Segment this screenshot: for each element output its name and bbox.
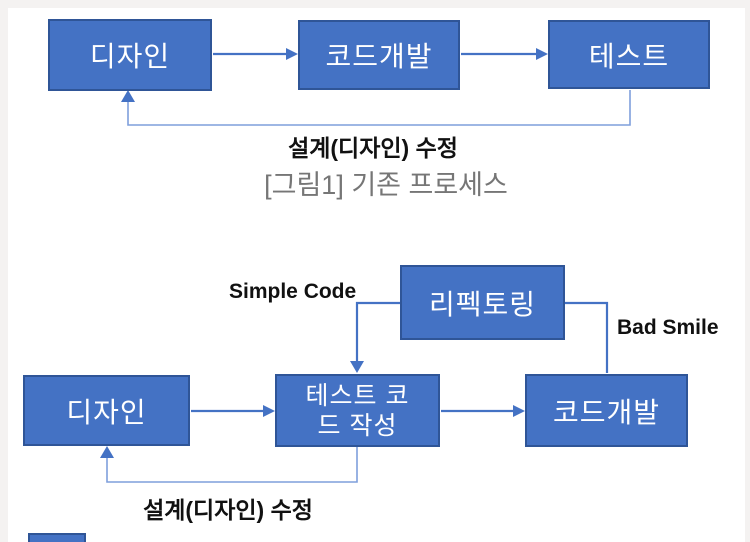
node-design-2: 디자인 <box>23 375 190 446</box>
connector-refactor-to-testcode-head <box>350 361 364 373</box>
figure-caption: [그림1] 기존 프로세스 <box>264 170 508 200</box>
node-develop-1-label: 코드개발 <box>325 41 433 72</box>
loop-test-to-design-head <box>121 90 135 102</box>
loop-label-1: 설계(디자인) 수정 <box>288 135 458 161</box>
node-test-code-line2: 드 작성 <box>317 411 398 440</box>
connector-develop-to-refactor-line <box>565 301 609 373</box>
loop-testcode-to-design2-line <box>106 447 358 483</box>
node-design-1-label: 디자인 <box>89 41 171 72</box>
node-design-2-label: 디자인 <box>66 396 147 428</box>
cropped-box-sliver <box>28 533 86 542</box>
node-design-1: 디자인 <box>48 19 212 91</box>
loop-test-to-design-line <box>127 90 631 126</box>
bad-smile-label: Bad Smile <box>617 316 719 339</box>
simple-code-label: Simple Code <box>229 280 357 303</box>
arrow-testcode-to-develop2-head <box>513 405 525 417</box>
node-develop-1: 코드개발 <box>298 20 460 90</box>
node-test-code-line1: 테스트 코 <box>305 381 410 410</box>
loop-testcode-to-design2-head <box>100 446 114 458</box>
node-test-1: 테스트 <box>548 20 710 89</box>
node-develop-2-label: 코드개발 <box>552 396 661 428</box>
flowchart-canvas: 디자인 코드개발 테스트 설계(디자인) 수정 [그림1] 기존 프로세스 리펙… <box>8 8 745 542</box>
connector-refactor-to-testcode-line <box>355 301 400 363</box>
node-refactor-label: 리펙토링 <box>428 288 537 320</box>
node-test-code: 테스트 코 드 작성 <box>275 374 440 447</box>
loop-label-2: 설계(디자인) 수정 <box>143 497 313 523</box>
arrow-design-to-develop-head <box>286 48 298 60</box>
node-test-1-label: 테스트 <box>588 40 670 72</box>
node-refactor: 리펙토링 <box>400 265 565 340</box>
arrow-develop-to-test-head <box>536 48 548 60</box>
arrow-design2-to-testcode-head <box>263 405 275 417</box>
node-test-code-label: 테스트 코 드 작성 <box>306 381 410 441</box>
node-develop-2: 코드개발 <box>525 374 688 447</box>
